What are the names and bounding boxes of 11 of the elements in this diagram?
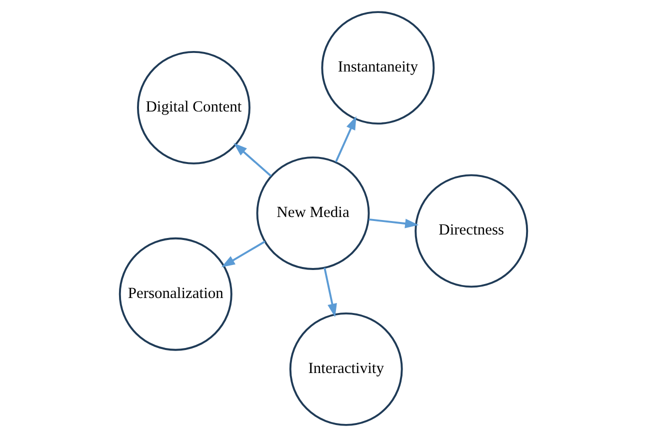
node-circle: New Media [256,156,370,270]
node-circle: Directness [414,174,528,288]
node-circle: Interactivity [288,312,402,426]
node-circle: Personalization [118,237,232,351]
node-circle: Instantaneity [320,11,434,125]
arrow [220,240,265,268]
arrow [323,268,336,318]
arrow [334,116,356,162]
arrow [368,218,418,228]
node-circle: Digital Content [136,50,250,164]
arrow [233,142,272,177]
